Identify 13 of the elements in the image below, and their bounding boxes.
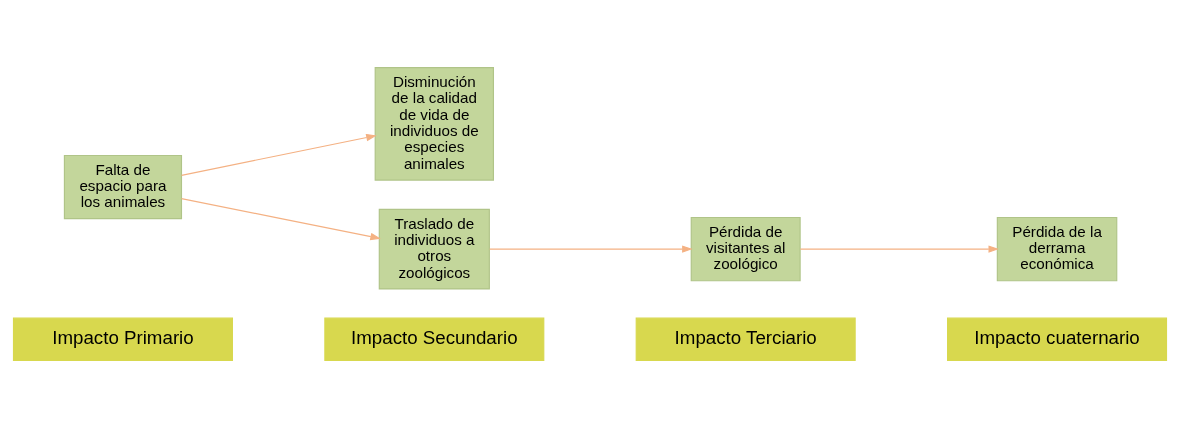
node-box: Impacto Terciario (635, 317, 856, 361)
node-box: Pérdida de la derrama económica (996, 216, 1118, 282)
arrow (489, 245, 693, 253)
arrow (180, 133, 377, 176)
node-box: Disminución de la calidad de vida de individuos de especies animales (374, 67, 494, 181)
arrow (180, 198, 381, 241)
node-box: Impacto Primario (12, 317, 233, 361)
arrow (799, 245, 1000, 253)
node-box: Traslado de individuos a otros zoológicos (378, 208, 490, 290)
node-box: Falta de espacio para los animales (63, 154, 183, 220)
node-box: Impacto cuaternario (947, 317, 1168, 361)
node-box: Pérdida de visitantes al zoológico (690, 216, 801, 282)
node-box: Impacto Secundario (324, 317, 545, 361)
